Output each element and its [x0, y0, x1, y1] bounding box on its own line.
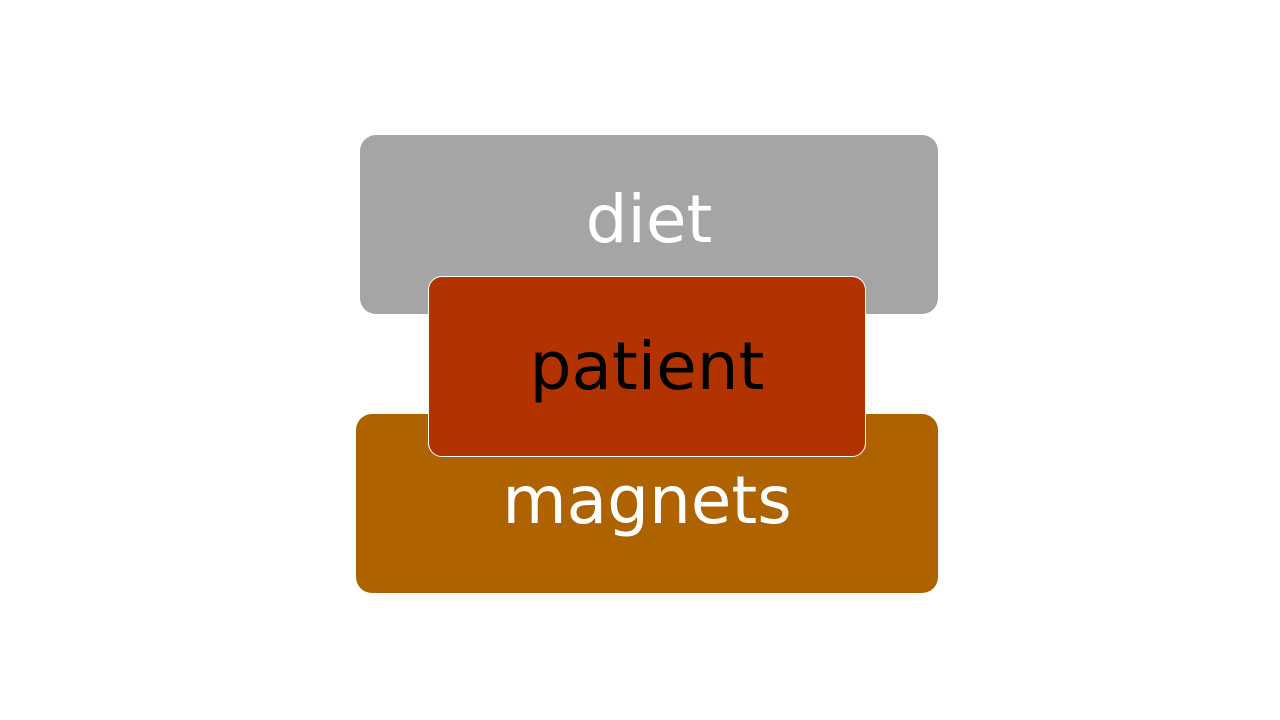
- diet-label: diet: [585, 181, 713, 258]
- magnets-label: magnets: [502, 462, 792, 539]
- patient-label: patient: [529, 327, 765, 405]
- patient-box: patient: [428, 276, 866, 457]
